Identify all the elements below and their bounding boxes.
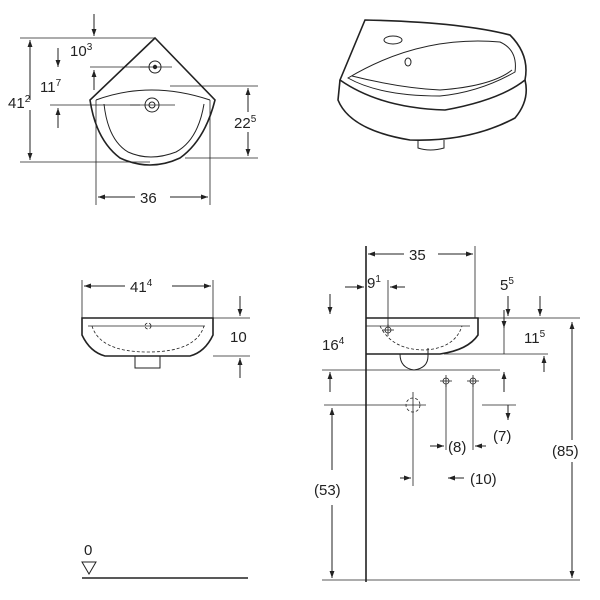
dim-103-label: 103: [70, 42, 93, 60]
front-view-outline: [81, 317, 214, 357]
dim-7-label: (7): [493, 428, 511, 445]
floor-level-triangle: [81, 561, 97, 575]
iso-drain-pipe: [417, 140, 445, 151]
dim-10p-label: (10): [470, 471, 497, 488]
dim-55-label: 55: [500, 276, 514, 294]
dim-225-label: 225: [234, 114, 257, 132]
top-view-bowl-rim: [95, 89, 211, 101]
top-view: 103 117 412 225 36: [8, 14, 258, 207]
dim-164-label: 164: [322, 336, 345, 354]
top-view-basin-outline: [89, 36, 216, 166]
dim-8-label: (8): [448, 439, 466, 456]
isometric-view: [337, 19, 528, 151]
dim-35-label: 35: [409, 247, 426, 264]
iso-bowl-rim: [347, 40, 516, 97]
dim-412-label: 412: [8, 94, 31, 112]
iso-basin-body: [337, 79, 528, 141]
dim-10-label: 10: [230, 329, 247, 346]
iso-basin-top: [339, 19, 527, 111]
front-view-bowl-hidden: [91, 325, 205, 353]
floor-reference: 0: [81, 542, 580, 581]
front-view: 414 10: [81, 278, 250, 378]
side-view-basin: [366, 317, 479, 355]
iso-tap-hole: [383, 35, 403, 45]
top-view-bowl-inner: [103, 103, 205, 158]
dim-53-label: (53): [314, 482, 341, 499]
dim-36-label: 36: [140, 190, 157, 207]
floor-level-label: 0: [84, 542, 92, 559]
side-view-siphon: [399, 348, 429, 371]
dim-91-label: 91: [367, 274, 381, 292]
iso-overflow: [404, 57, 412, 67]
side-view: 35 91 55 164 115 (85) (53): [314, 246, 580, 582]
dim-85-label: (85): [552, 443, 579, 460]
dim-414-label: 414: [130, 278, 153, 296]
iso-bowl-inner: [351, 69, 513, 91]
dim-115-label: 115: [524, 329, 546, 347]
front-view-drain: [134, 356, 161, 369]
front-view-overflow: [144, 322, 152, 330]
dim-117-label: 117: [40, 78, 62, 96]
